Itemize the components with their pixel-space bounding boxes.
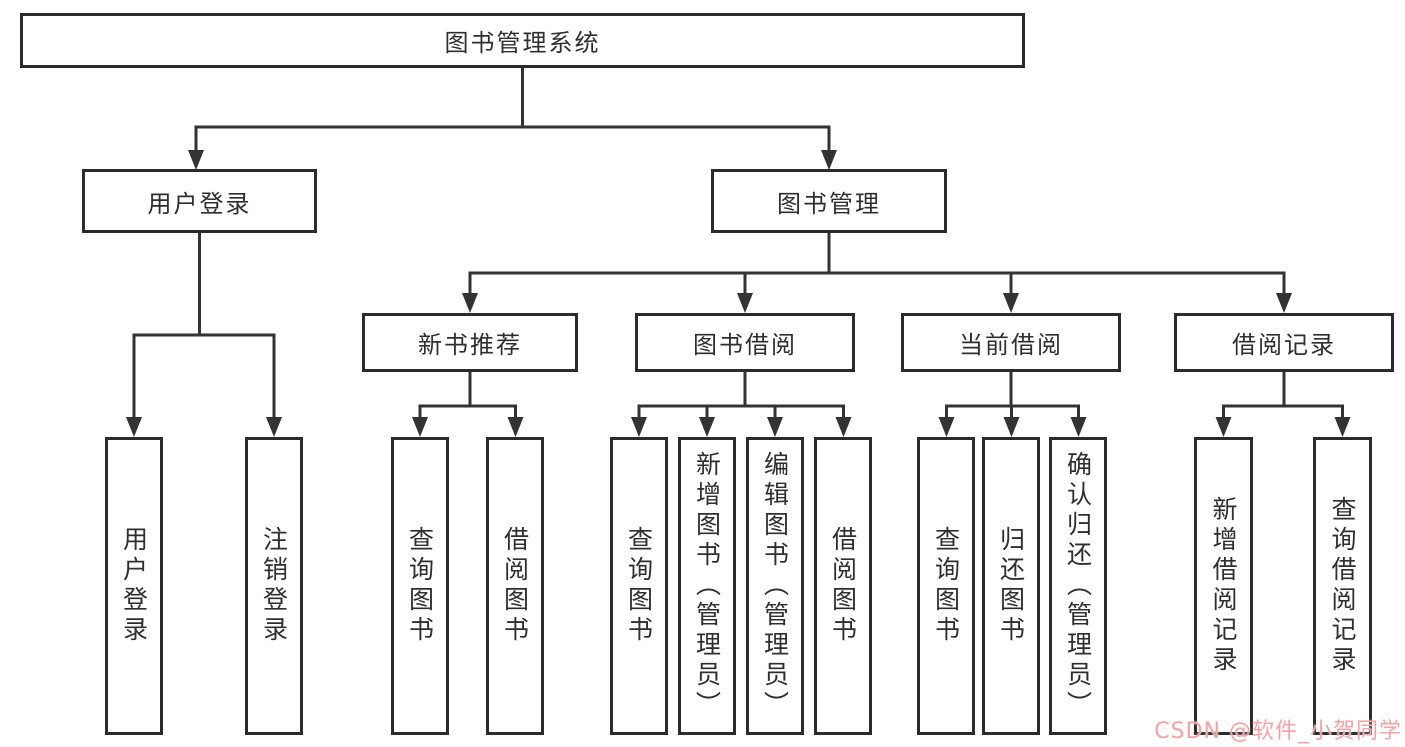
leaf-borrow-books-1-label: 借阅图书 [500,526,530,646]
connector-new-book-branch [412,371,524,437]
connector-book-mgmt-branch [462,232,1292,313]
leaf-borrow-books-1: 借阅图书 [486,437,544,735]
leaf-add-borrow-record: 新增借阅记录 [1194,437,1253,735]
node-book-borrow: 图书借阅 [635,313,855,372]
leaf-add-books-admin-label: 新增图书（管理员） [692,451,722,721]
leaf-borrow-books-2-label: 借阅图书 [828,526,858,646]
connector-current-borrow-branch [938,371,1087,437]
leaf-return-books: 归还图书 [982,437,1040,735]
node-current-borrow: 当前借阅 [901,313,1121,372]
node-new-book-recommend: 新书推荐 [362,313,578,372]
leaf-logout: 注销登录 [245,437,303,735]
node-user-login-label: 用户登录 [147,189,252,218]
connector-root-to-level2 [188,68,837,170]
leaf-query-borrow-record: 查询借阅记录 [1313,437,1372,735]
node-root-system: 图书管理系统 [20,13,1025,68]
leaf-query-books-2-label: 查询图书 [624,526,654,646]
leaf-user-login-label: 用户登录 [119,526,149,646]
connector-user-login-branch [126,232,282,437]
leaf-borrow-books-2: 借阅图书 [814,437,872,735]
node-root-label: 图书管理系统 [444,29,601,57]
leaf-query-books-1-label: 查询图书 [405,526,435,646]
leaf-add-borrow-record-label: 新增借阅记录 [1209,496,1238,676]
node-user-login-module: 用户登录 [82,169,317,233]
node-current-borrow-label: 当前借阅 [959,331,1063,359]
leaf-user-login: 用户登录 [105,437,163,735]
connector-borrow-records-branch [1215,371,1351,437]
node-new-book-recommend-label: 新书推荐 [418,331,522,359]
node-borrow-records-label: 借阅记录 [1232,331,1336,359]
leaf-confirm-return-admin: 确认归还（管理员） [1049,437,1107,735]
leaf-query-books-1: 查询图书 [391,437,449,735]
leaf-add-books-admin: 新增图书（管理员） [678,437,736,735]
connector-book-borrow-branch [631,371,852,437]
leaf-confirm-return-admin-label: 确认归还（管理员） [1063,451,1093,721]
node-book-mgmt-label: 图书管理 [777,189,881,218]
leaf-query-books-3: 查询图书 [917,437,975,735]
leaf-edit-books-admin: 编辑图书（管理员） [746,437,804,735]
node-borrow-records: 借阅记录 [1174,313,1394,372]
leaf-query-books-2: 查询图书 [610,437,668,735]
leaf-return-books-label: 归还图书 [996,526,1026,646]
node-book-mgmt-module: 图书管理 [711,169,947,233]
watermark-text: CSDN @软件_小贺同学 [1154,719,1402,744]
leaf-logout-label: 注销登录 [259,526,289,646]
node-book-borrow-label: 图书借阅 [693,331,797,359]
leaf-query-books-3-label: 查询图书 [931,526,961,646]
leaf-edit-books-admin-label: 编辑图书（管理员） [760,451,790,721]
leaf-query-borrow-record-label: 查询借阅记录 [1328,496,1357,676]
